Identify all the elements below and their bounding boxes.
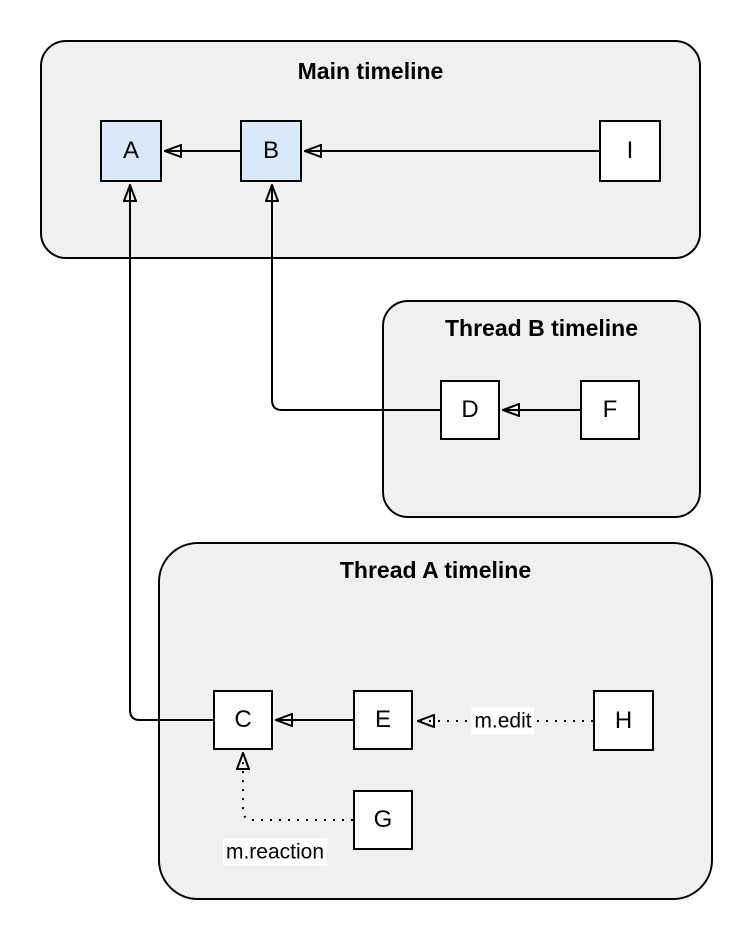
node-label-b: B xyxy=(262,137,279,164)
node-event-e: E xyxy=(353,690,413,750)
node-event-h: H xyxy=(593,690,654,751)
node-event-a: A xyxy=(100,120,162,182)
container-thread-b-timeline: Thread B timeline xyxy=(382,300,701,518)
container-title-thread-a-timeline: Thread A timeline xyxy=(339,557,532,583)
node-label-c: C xyxy=(234,706,252,733)
node-label-g: G xyxy=(373,806,393,833)
node-label-e: E xyxy=(374,706,391,733)
node-event-c: C xyxy=(213,690,273,750)
node-event-i: I xyxy=(599,120,661,182)
node-event-f: F xyxy=(580,380,640,440)
container-title-thread-b-timeline: Thread B timeline xyxy=(445,315,638,341)
node-label-d: D xyxy=(461,396,479,423)
container-title-main-timeline: Main timeline xyxy=(297,58,444,84)
node-event-d: D xyxy=(440,380,500,440)
node-label-h: H xyxy=(614,706,633,734)
edge-label-m-reaction: m.reaction xyxy=(222,838,328,866)
node-label-f: F xyxy=(602,396,618,423)
node-label-i: I xyxy=(626,137,634,164)
node-event-b: B xyxy=(240,120,302,182)
node-event-g: G xyxy=(353,790,413,850)
edge-label-m-edit: m.edit xyxy=(471,707,535,735)
node-label-a: A xyxy=(122,137,139,164)
